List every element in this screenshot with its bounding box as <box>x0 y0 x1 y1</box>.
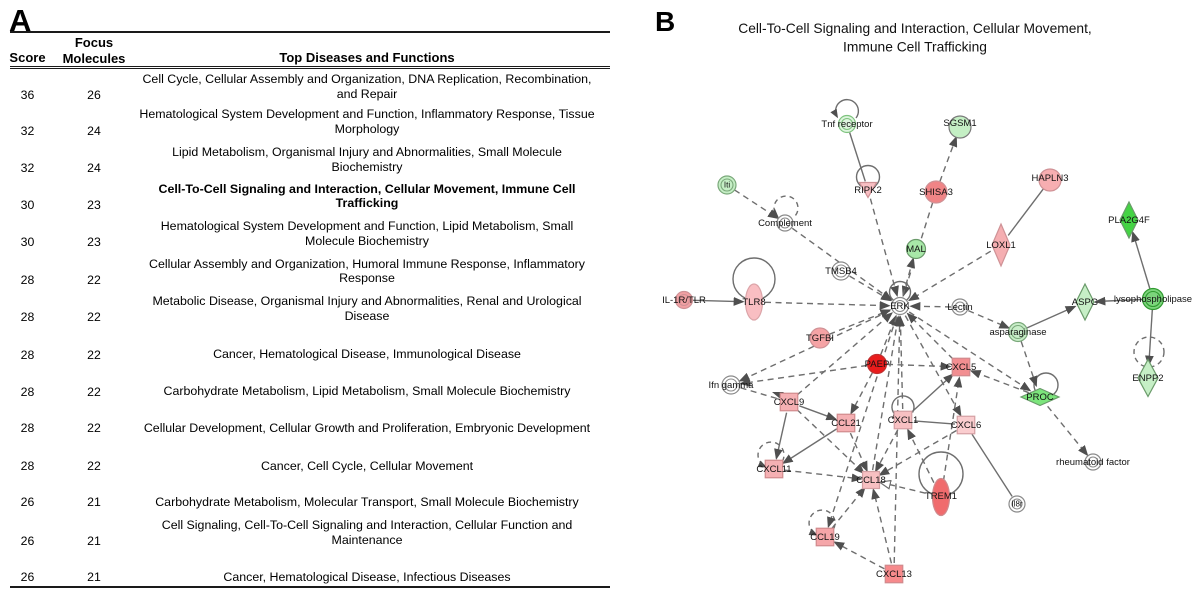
svg-text:CXCL13: CXCL13 <box>876 569 912 580</box>
svg-text:CXCL5: CXCL5 <box>946 362 977 373</box>
svg-text:Cell-To-Cell Signaling and Int: Cell-To-Cell Signaling and Interaction, … <box>738 21 1092 36</box>
svg-text:TREM1: TREM1 <box>925 491 957 502</box>
svg-text:Ifn gamma: Ifn gamma <box>709 380 755 391</box>
svg-text:HAPLN3: HAPLN3 <box>1032 173 1069 184</box>
svg-text:Complement: Complement <box>758 218 812 229</box>
svg-text:MAL: MAL <box>906 244 926 255</box>
svg-text:TMSB4: TMSB4 <box>825 266 857 277</box>
svg-text:CXCL1: CXCL1 <box>888 415 919 426</box>
svg-text:lysophospholipase: lysophospholipase <box>1114 294 1192 305</box>
svg-text:RIPK2: RIPK2 <box>854 185 881 196</box>
svg-text:ASPG: ASPG <box>1072 297 1098 308</box>
svg-text:CXCL9: CXCL9 <box>774 397 805 408</box>
svg-text:PROC: PROC <box>1026 392 1054 403</box>
svg-text:PLA2G4F: PLA2G4F <box>1108 215 1150 226</box>
svg-text:CXCL11: CXCL11 <box>756 464 791 475</box>
svg-text:rheumatoid factor: rheumatoid factor <box>1056 457 1130 468</box>
svg-text:LOXL1: LOXL1 <box>986 240 1016 251</box>
svg-text:ERK: ERK <box>890 301 910 312</box>
svg-text:ENPP2: ENPP2 <box>1132 373 1163 384</box>
svg-text:TGFBI: TGFBI <box>806 333 834 344</box>
svg-text:Lectin: Lectin <box>947 302 972 313</box>
svg-text:Iti: Iti <box>724 181 730 190</box>
svg-text:PAEP: PAEP <box>865 359 890 370</box>
svg-text:CCL21: CCL21 <box>831 418 861 429</box>
svg-text:TLR8: TLR8 <box>742 297 765 308</box>
svg-text:CXCL6: CXCL6 <box>951 420 982 431</box>
svg-text:SGSM1: SGSM1 <box>943 118 976 129</box>
svg-text:IL-1R/TLR: IL-1R/TLR <box>662 295 706 306</box>
svg-text:Immune Cell Trafficking: Immune Cell Trafficking <box>843 40 987 55</box>
svg-text:SHISA3: SHISA3 <box>919 187 953 198</box>
svg-text:Il8r: Il8r <box>1011 500 1022 509</box>
svg-text:CCL18: CCL18 <box>856 475 886 486</box>
svg-text:CCL19: CCL19 <box>810 532 840 543</box>
svg-text:asparaginase: asparaginase <box>989 327 1046 338</box>
svg-text:Tnf receptor: Tnf receptor <box>821 119 872 130</box>
